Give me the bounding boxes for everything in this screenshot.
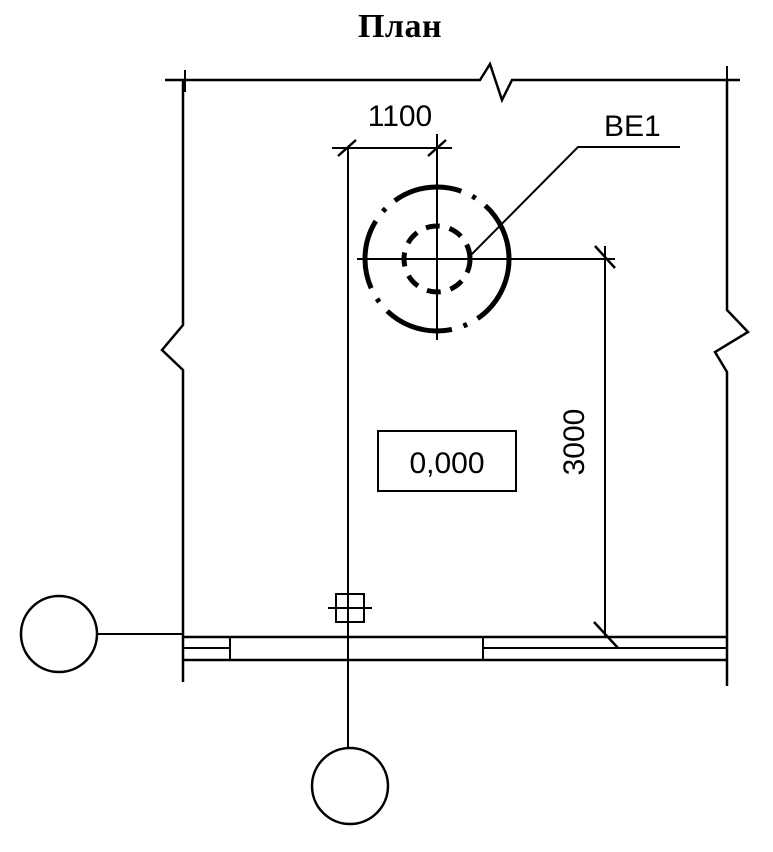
dim-tick-right bbox=[427, 139, 447, 157]
bottom-wall bbox=[183, 635, 727, 662]
right-wall-line bbox=[713, 80, 750, 686]
window-opening bbox=[229, 636, 484, 661]
grid-axis-bubble-bottom bbox=[310, 746, 390, 826]
dim-label-vertical: 3000 bbox=[558, 409, 591, 476]
elevation-value: 0,000 bbox=[409, 447, 484, 480]
dim-label-horizontal: 1100 bbox=[368, 100, 433, 133]
dim-tick-left bbox=[337, 139, 357, 157]
elevation-box bbox=[377, 430, 517, 492]
callout-leader bbox=[469, 146, 680, 257]
left-wall-line bbox=[160, 80, 185, 682]
grid-axis-bubble-left bbox=[19, 594, 99, 674]
callout-label: ВЕ1 bbox=[604, 110, 661, 143]
dim-tick-top bbox=[594, 245, 616, 269]
plan-title: План bbox=[357, 8, 443, 45]
dim-tick-bottom bbox=[593, 621, 619, 649]
top-break-line bbox=[165, 61, 740, 104]
